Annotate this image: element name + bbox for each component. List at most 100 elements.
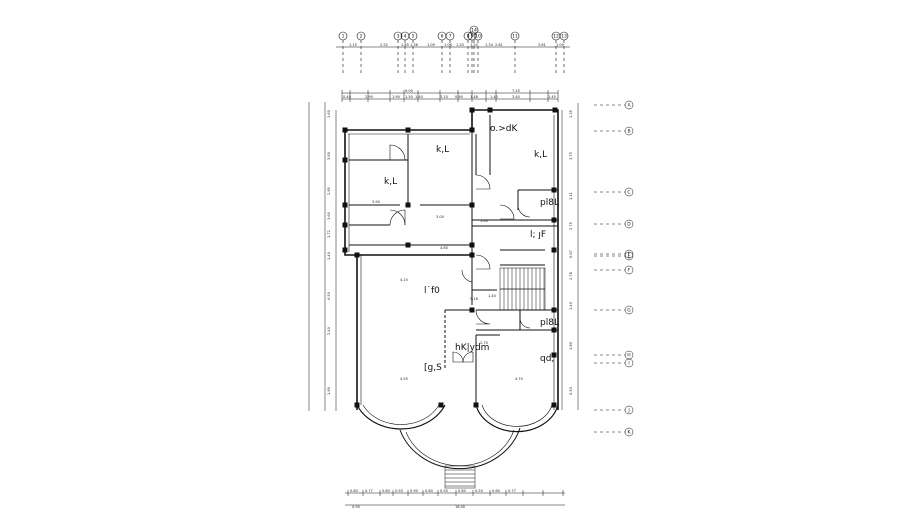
dimension-label: 3.10 <box>440 95 448 99</box>
column <box>469 202 475 208</box>
dimension-label: 1.50 <box>405 95 413 99</box>
dimension-label: 1.40 <box>415 95 423 99</box>
axis-bubble-label: A <box>627 103 631 109</box>
bay-windows <box>356 404 559 470</box>
dimension-label: 3.75 <box>569 152 573 160</box>
room-labels: k,L k,L o.>dK k,L pl8L l; ȷF l˙f0 pl8L h… <box>384 124 559 373</box>
axis-bubble-label: B <box>627 129 630 135</box>
dimension-label: 1.40 <box>488 294 496 298</box>
column <box>342 127 348 133</box>
column <box>552 107 558 113</box>
column <box>469 127 475 133</box>
dimension-label: 1.40 <box>490 95 498 99</box>
axis-bubble-label: 3 <box>397 34 400 40</box>
axis-bubble-label: 6 <box>441 34 444 40</box>
exterior-walls <box>344 109 559 410</box>
dimension-label: 0.50 <box>569 387 573 395</box>
axis-bubble-label: 5 <box>412 34 415 40</box>
axis-bubble-label: 11 <box>512 34 518 40</box>
columns <box>342 107 558 408</box>
dimension-label: 4.70 <box>515 377 523 381</box>
dimension-label: 1.90 <box>569 342 573 350</box>
dimension-label: 1.06 <box>444 43 452 47</box>
interior-walls <box>349 115 558 405</box>
axis-bubble-label: F <box>628 268 631 274</box>
axis-bubble <box>624 265 634 275</box>
axis-bubble <box>624 126 634 136</box>
column <box>342 247 348 253</box>
dimension-label: 4.50 <box>327 292 331 300</box>
column <box>405 242 411 248</box>
axis-bubble-label: 2 <box>360 34 363 40</box>
axis-bubble <box>624 358 634 368</box>
column <box>551 187 557 193</box>
axis-bubble-label: 10 <box>475 34 481 40</box>
column <box>469 307 475 313</box>
column <box>342 202 348 208</box>
column <box>473 402 479 408</box>
column <box>551 402 557 408</box>
axis-bubble <box>624 427 634 437</box>
dimension-label: 1.65 <box>401 43 409 47</box>
dimension-label: 4.15 <box>400 278 408 282</box>
dimension-label: 7.45 <box>512 89 520 93</box>
column <box>551 352 557 358</box>
column <box>354 252 360 258</box>
dimension-label: 0.40 <box>343 95 351 99</box>
room-label-kitchen-mid: k,L <box>436 145 449 155</box>
dimension-label: 9.00 <box>405 89 413 93</box>
column <box>405 202 411 208</box>
dimension-label: 0.60 <box>492 489 500 493</box>
axis-bubble-label: J <box>627 408 629 414</box>
dimension-label: 2.40 <box>327 327 331 335</box>
axis-bubble <box>624 251 634 261</box>
dimension-label: 0.67 <box>569 250 573 258</box>
dimension-label: 2.78 <box>569 272 573 280</box>
room-label-living-left: [g,S <box>424 363 442 373</box>
dimension-label: 1.34 <box>485 43 494 47</box>
dimension-label: 1.20 <box>470 43 478 47</box>
axis-bubble-label: 12 <box>553 34 559 40</box>
dimension-label: 1.90 <box>327 387 331 395</box>
column <box>551 307 557 313</box>
axis-bubble-label: G <box>627 308 631 314</box>
dimension-label: 1.48 <box>470 95 478 99</box>
axis-bubble-label: 9 <box>471 34 474 40</box>
column <box>342 157 348 163</box>
room-label-top-right-b: k,L <box>534 150 547 160</box>
column <box>405 127 411 133</box>
axis-bubble <box>624 187 634 197</box>
dimension-label: 0.90 <box>352 505 360 509</box>
dimension-label: 0.60 <box>458 489 466 493</box>
dimension-label: 3.60 <box>327 152 331 160</box>
right-dimension-chain <box>561 103 579 410</box>
dimension-label: 2.90 <box>365 95 373 99</box>
dimension-label: 1.60 <box>327 110 331 118</box>
room-label-wc-upper: pl8L <box>540 198 559 208</box>
dimension-label: 2.95 <box>327 187 331 195</box>
column <box>469 242 475 248</box>
axis-bubble <box>624 305 634 315</box>
dimension-label: 0.50 <box>475 489 483 493</box>
column <box>551 327 557 333</box>
dimension-label: 5.16 <box>470 297 478 301</box>
axis-bubble <box>624 249 634 259</box>
axis-bubble <box>469 25 479 35</box>
bottom-dimension-chain <box>345 490 565 506</box>
column <box>551 217 557 223</box>
axis-bubble-label: C <box>627 190 630 196</box>
dimension-label: 0.77 <box>365 489 373 493</box>
dimension-label: 1.20 <box>456 43 464 47</box>
room-label-reception: hK|ydm <box>455 343 489 353</box>
column <box>438 402 444 408</box>
dimension-label: 3.61 <box>538 43 546 47</box>
dimension-label: 0.50 <box>395 489 403 493</box>
axis-bubble <box>624 405 634 415</box>
dimension-label: 0.80 <box>350 489 358 493</box>
dimension-label: 0.60 <box>382 489 390 493</box>
column <box>551 247 557 253</box>
dimension-label: 1.60 <box>327 212 331 220</box>
